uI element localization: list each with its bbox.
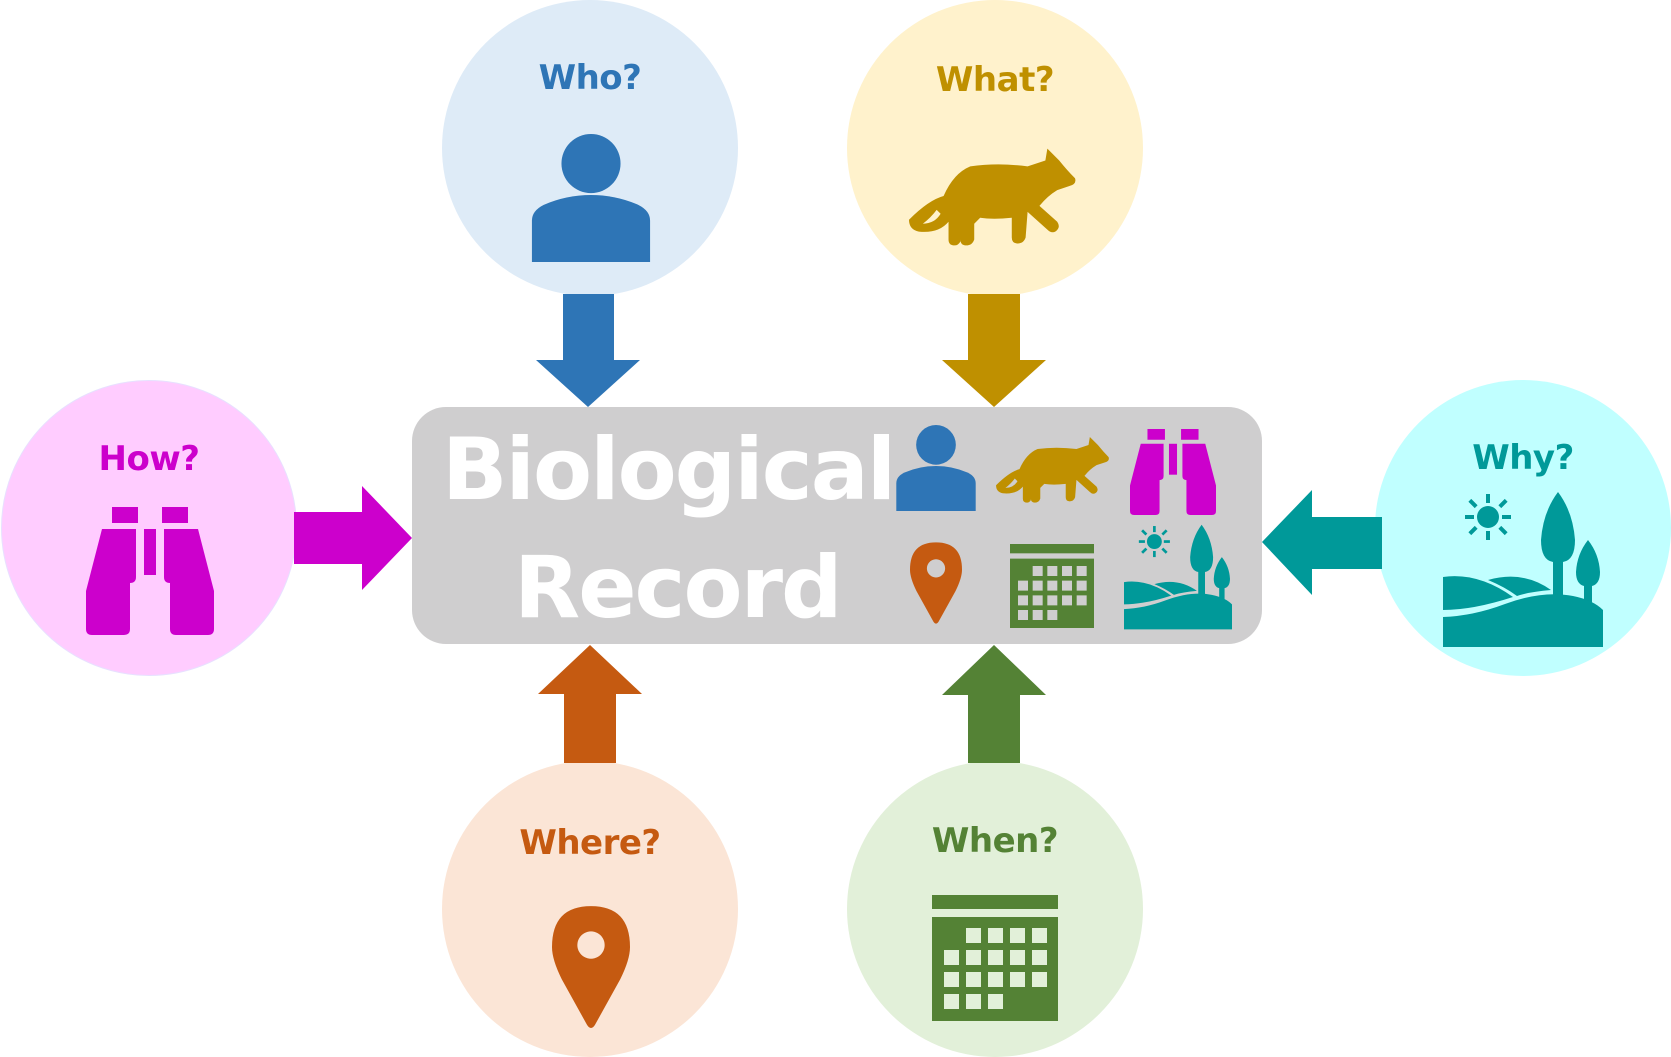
mini-fox-icon bbox=[996, 437, 1110, 504]
mini-person-icon bbox=[895, 425, 977, 511]
arrow-why-to-record bbox=[1262, 490, 1382, 595]
node-who-label: Who? bbox=[538, 58, 642, 98]
node-what-label: What? bbox=[935, 60, 1055, 100]
arrow-when-to-record bbox=[942, 645, 1046, 763]
mini-binoculars-icon bbox=[1130, 429, 1216, 515]
fox-icon bbox=[909, 148, 1077, 248]
node-why: Why? bbox=[1375, 380, 1671, 676]
node-why-label: Why? bbox=[1472, 438, 1574, 478]
record-title-line2: Record bbox=[514, 538, 843, 638]
node-what: What? bbox=[847, 0, 1143, 296]
mini-calendar-icon bbox=[1010, 544, 1094, 628]
mini-map-pin-icon bbox=[910, 541, 962, 625]
arrow-how-to-record bbox=[294, 486, 412, 590]
arrow-who-to-record bbox=[536, 294, 640, 407]
person-icon bbox=[530, 134, 652, 262]
arrow-where-to-record bbox=[538, 645, 642, 763]
biological-record-box: Biological Record bbox=[412, 407, 1262, 644]
record-title-line1: Biological bbox=[442, 420, 896, 520]
node-when: When? bbox=[847, 761, 1143, 1057]
node-who: Who? bbox=[442, 0, 738, 296]
node-when-label: When? bbox=[931, 821, 1059, 861]
node-where: Where? bbox=[442, 761, 738, 1057]
binoculars-icon bbox=[86, 507, 214, 635]
node-how-label: How? bbox=[98, 439, 200, 479]
calendar-icon bbox=[932, 895, 1058, 1021]
map-pin-icon bbox=[552, 905, 630, 1029]
mini-landscape-icon bbox=[1124, 524, 1232, 630]
node-where-label: Where? bbox=[519, 823, 661, 863]
landscape-icon bbox=[1443, 492, 1603, 647]
node-how: How? bbox=[1, 380, 297, 676]
arrow-what-to-record bbox=[942, 294, 1046, 407]
